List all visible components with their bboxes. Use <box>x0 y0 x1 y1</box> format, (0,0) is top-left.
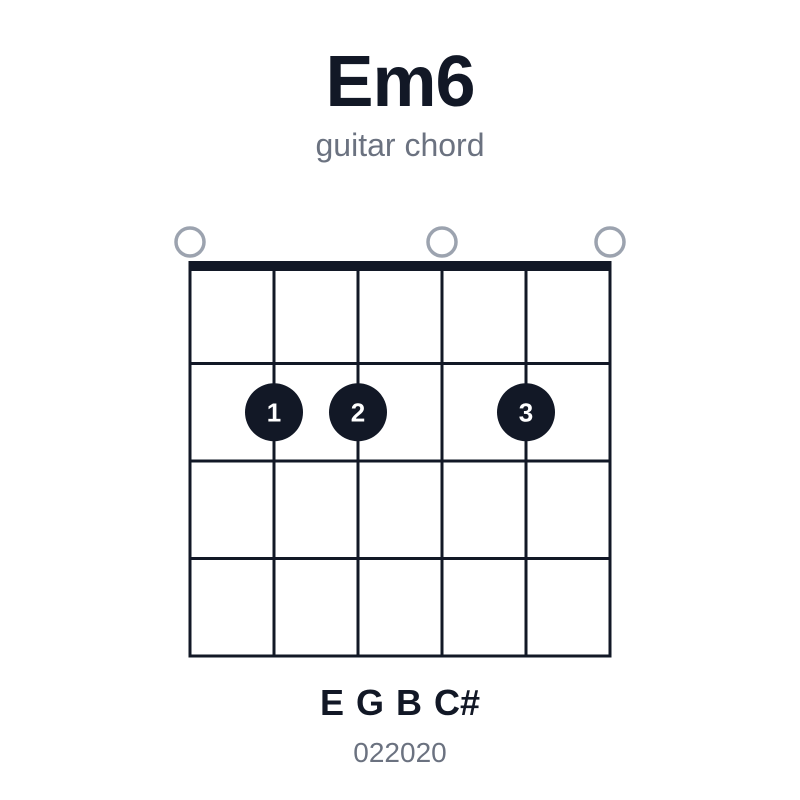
chord-name: Em6 <box>325 42 475 122</box>
finger-number: 3 <box>519 397 533 427</box>
finger-dot <box>245 383 303 442</box>
open-string-marker <box>594 226 626 258</box>
chord-notes: E G B C# <box>319 682 481 723</box>
open-string-marker <box>426 226 458 258</box>
finger-dots: 1 2 3 <box>245 383 555 442</box>
finger-dot <box>329 383 387 442</box>
nut <box>188 261 612 271</box>
finger-dot <box>497 383 555 442</box>
open-string-marker <box>174 226 206 258</box>
open-string-markers <box>174 226 626 258</box>
finger-number: 1 <box>267 397 281 427</box>
fretboard-grid <box>188 261 612 658</box>
chord-subtitle: guitar chord <box>315 127 485 163</box>
chord-fingering: 022020 <box>353 737 447 768</box>
finger-number: 2 <box>351 397 365 427</box>
